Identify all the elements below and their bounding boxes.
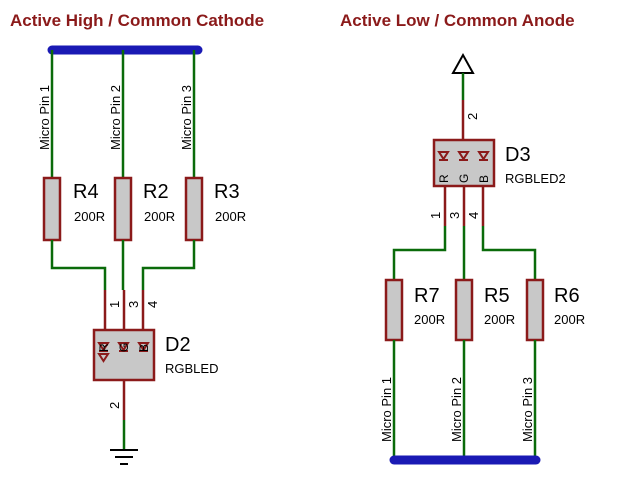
left-resistor-value-2: 200R [144, 209, 175, 224]
right-resistor-r7 [384, 278, 404, 342]
right-led-pin-2: 2 [465, 113, 480, 120]
left-resistor-r3 [184, 176, 204, 242]
right-led-pin-3: 3 [447, 212, 462, 219]
right-led-ref: D3 [505, 144, 531, 166]
left-resistor-ref-2: R2 [143, 181, 169, 203]
right-led-color-r: R [437, 174, 451, 183]
left-resistor-r4 [42, 176, 62, 242]
right-resistor-value-1: 200R [414, 312, 445, 327]
power-arrow-icon [451, 52, 475, 74]
ground-icon [110, 449, 138, 465]
left-pin-label-3: Micro Pin 3 [179, 85, 194, 150]
right-led-color-g: G [457, 174, 471, 183]
right-resistor-ref-3: R6 [554, 285, 580, 307]
left-title: Active High / Common Cathode [10, 11, 264, 30]
right-resistor-ref-1: R7 [414, 285, 440, 307]
left-led-ref: D2 [165, 334, 191, 356]
right-led-pin-1: 1 [428, 212, 443, 219]
right-pin-label-2: Micro Pin 2 [449, 377, 464, 442]
left-led-pin-2: 2 [107, 402, 122, 409]
right-pin-label-1: Micro Pin 1 [379, 377, 394, 442]
left-led-diodes-row [97, 353, 110, 363]
left-wire-r4-led [50, 240, 107, 290]
left-resistor-ref-1: R4 [73, 181, 99, 203]
left-wire-r3-led [141, 240, 196, 290]
left-led-pin-3: 3 [126, 301, 141, 308]
right-pin-label-3: Micro Pin 3 [520, 377, 535, 442]
left-resistor-ref-3: R3 [214, 181, 240, 203]
right-wire-led-r7 [392, 226, 447, 280]
right-led-color-b: B [477, 175, 491, 183]
right-led-diodes [437, 151, 490, 161]
left-led-value: RGBLED [165, 361, 218, 376]
left-resistor-value-1: 200R [74, 209, 105, 224]
right-resistor-ref-2: R5 [484, 285, 510, 307]
right-led-value: RGBLED2 [505, 171, 566, 186]
right-resistor-value-2: 200R [484, 312, 515, 327]
right-wire-led-r6 [481, 226, 537, 280]
left-pin-label-1: Micro Pin 1 [37, 85, 52, 150]
right-title: Active Low / Common Anode [340, 11, 575, 30]
left-led-pin-4: 4 [145, 301, 160, 308]
left-resistor-r2 [113, 176, 133, 242]
left-led-pin-1: 1 [107, 301, 122, 308]
right-resistor-r6 [525, 278, 545, 342]
left-led-color-b: B [137, 344, 151, 352]
left-resistor-value-3: 200R [215, 209, 246, 224]
left-led-color-r: R [97, 343, 111, 352]
right-resistor-value-3: 200R [554, 312, 585, 327]
left-led-color-g: G [117, 343, 131, 352]
right-resistor-r5 [454, 278, 474, 342]
right-led-pin-4: 4 [466, 212, 481, 219]
left-led-diodes [97, 342, 150, 352]
left-pin-label-2: Micro Pin 2 [108, 85, 123, 150]
